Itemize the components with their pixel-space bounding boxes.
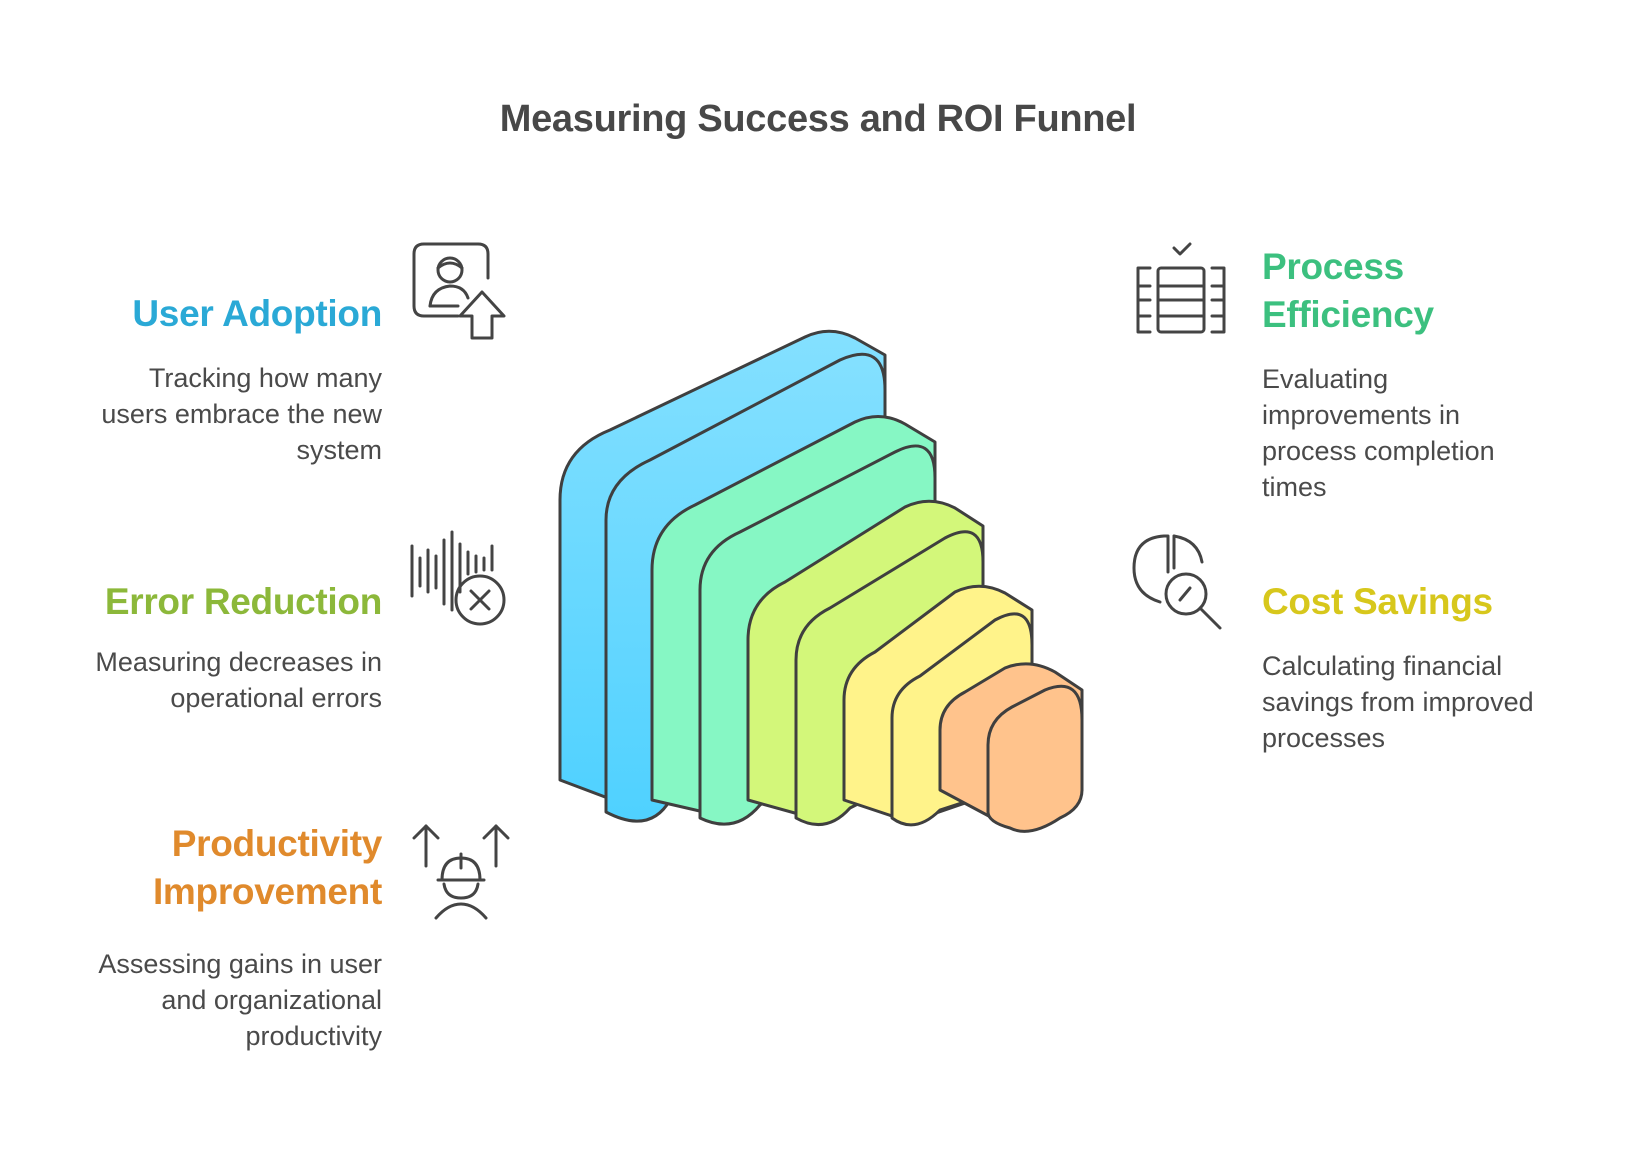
stage-heading: User Adoption <box>132 293 382 334</box>
stage-heading: Process Efficiency <box>1262 246 1434 335</box>
stage-description: Evaluating improvements in process compl… <box>1262 364 1495 502</box>
page-title: Measuring Success and ROI Funnel <box>499 98 1137 140</box>
stage-description: Tracking how many users embrace the new … <box>101 363 382 465</box>
stage-description: Measuring decreases in operational error… <box>95 647 382 713</box>
worker-growth-icon <box>412 824 510 920</box>
stage-cost-savings: Cost Savings Calculating financial savin… <box>1262 578 1592 756</box>
stage-error-reduction: Error Reduction Measuring decreases in o… <box>52 578 382 716</box>
stage-heading: Cost Savings <box>1262 581 1493 622</box>
stage-process-efficiency: Process Efficiency Evaluating improvemen… <box>1262 243 1572 505</box>
error-signal-icon <box>410 530 506 626</box>
stage-heading: Error Reduction <box>104 581 382 622</box>
stage-productivity-improvement: Productivity Improvement Assessing gains… <box>52 820 382 1054</box>
stage-user-adoption: User Adoption Tracking how many users em… <box>52 290 382 468</box>
user-upload-icon <box>412 242 506 340</box>
stage-description: Assessing gains in user and organization… <box>98 949 382 1051</box>
funnel-stage-5-front <box>986 684 1084 833</box>
stage-heading: Productivity Improvement <box>152 823 382 912</box>
stage-description: Calculating financial savings from impro… <box>1262 651 1534 753</box>
process-checklist-icon <box>1136 242 1226 334</box>
chart-search-icon <box>1132 534 1222 630</box>
